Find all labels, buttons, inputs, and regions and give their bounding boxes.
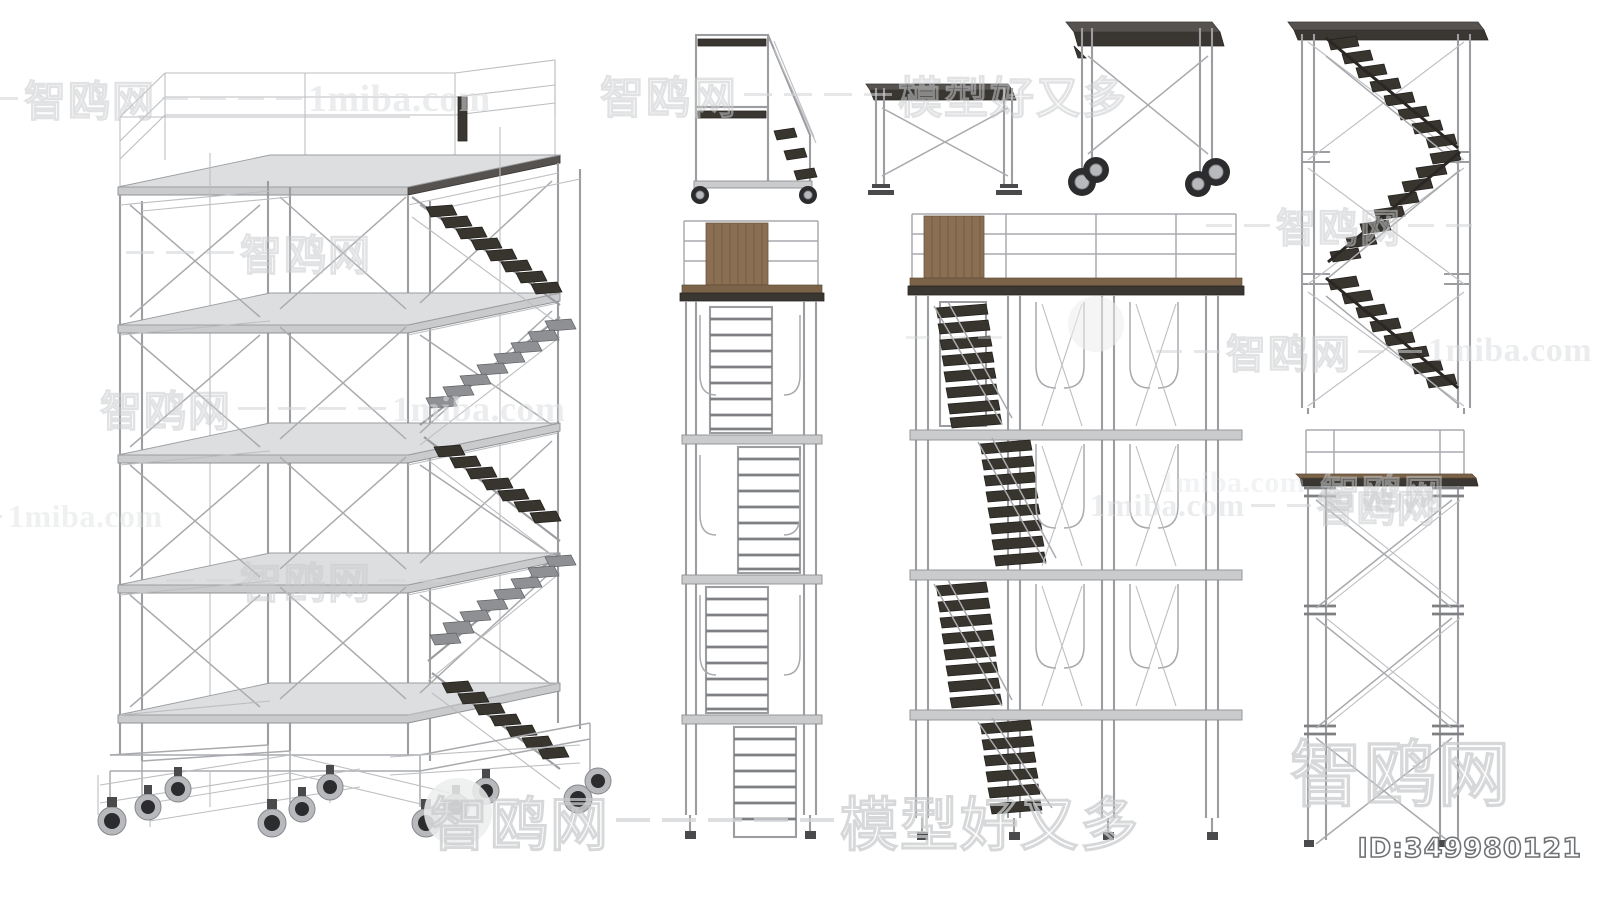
deck-level-2 — [117, 552, 561, 594]
wood-toe-panel — [923, 215, 985, 279]
ladder-run-upper — [708, 305, 774, 435]
switchback-stairs — [411, 196, 577, 790]
stair-run-2 — [1327, 149, 1462, 279]
deck-level-5 — [117, 96, 561, 196]
deck-level-3 — [117, 422, 561, 464]
model-wide-stair-tower-with-wood-deck — [906, 206, 1246, 846]
safety-hoops — [1035, 302, 1179, 669]
base-frame — [109, 722, 591, 815]
stair-run-1 — [1325, 35, 1459, 165]
model-single-bay-scaffold-frame-with-adjustable-feet — [862, 78, 1022, 203]
model-single-bay-scaffold-frame-on-casters — [1052, 14, 1232, 204]
ladder-run-middle — [736, 445, 802, 575]
ladder-run-base — [732, 725, 798, 839]
model-low-stair-access-platform-unit — [678, 25, 828, 205]
deck-level-4 — [117, 292, 561, 334]
wood-toe-panel — [705, 222, 769, 286]
adjustable-feet — [868, 184, 1022, 195]
model-scaffold-tower-front-elevation-with-guardrail — [1264, 420, 1484, 850]
caster-wheels — [691, 186, 817, 204]
level-ledgers — [909, 429, 1243, 721]
caster-wheels — [97, 765, 612, 838]
model-large-mobile-scaffold-tower-with-switchback-stairs — [90, 55, 630, 855]
model-id-badge: ID:349980121 — [1357, 832, 1582, 865]
stair-run-lower — [933, 579, 1013, 709]
safety-hoops — [699, 315, 801, 676]
ladder-run-lower — [704, 585, 770, 715]
scaffold-isometric-frame — [97, 59, 612, 838]
model-narrow-ladder-tower-with-wood-deck — [676, 215, 826, 845]
stair-run-3 — [1325, 275, 1459, 405]
stair-run-upper — [933, 300, 1013, 429]
level-ledgers — [681, 434, 823, 725]
stair-run-middle — [977, 437, 1057, 567]
stair-run-base — [977, 717, 1053, 815]
model-tall-stair-tower-front-elevation — [1272, 12, 1502, 417]
x-braces — [1041, 303, 1177, 707]
caster-wheels — [1068, 157, 1230, 197]
